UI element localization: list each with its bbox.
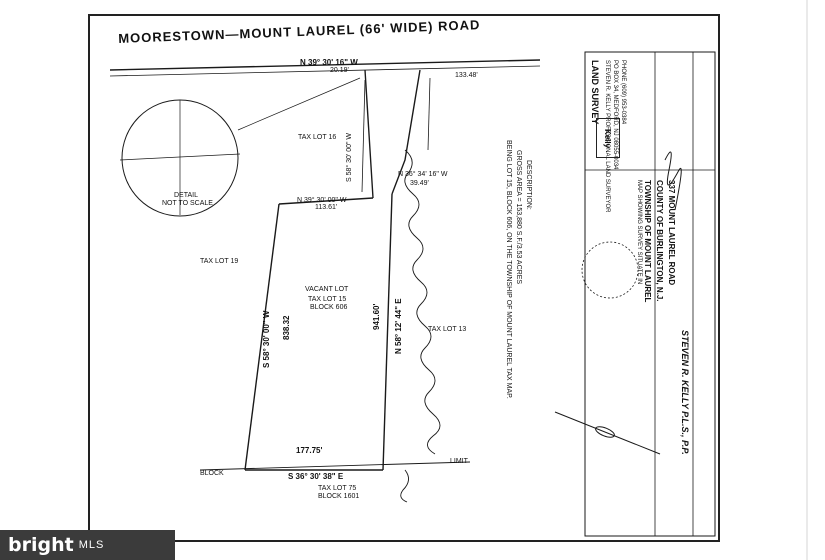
detail-title: DETAIL [174,192,198,199]
lot-75-label: TAX LOT 75 [318,485,357,492]
title-township: TOWNSHIP OF MOUNT LAUREL [643,180,652,303]
kelly-logo: Kelly [596,118,620,158]
bearing-mid: N 39° 30' 00" W [297,197,347,204]
lot-19-label: TAX LOT 19 [200,258,239,265]
parcel-top-stub [364,69,374,199]
note-line-1: BEING LOT 15, BLOCK 606, ON THE TOWNSHIP… [505,140,512,399]
kelly-logo-text: Kelly [603,128,613,148]
block-label: BLOCK [200,470,224,477]
detail-subtitle: NOT TO SCALE [162,200,213,207]
lot-15-label: TAX LOT 15 [308,296,347,303]
block-606-label: BLOCK 606 [310,304,348,311]
block-limit-line [199,461,471,471]
parcel-right-upper [391,69,421,195]
signature-mark [664,151,682,211]
bearing-mid-dist: 113.61' [315,204,338,211]
bearing-top-dist: 20.19' [330,67,349,74]
bearing-bottom: S 36° 30' 38" E [288,472,344,481]
lot16-divider [361,79,366,193]
bearing-left: S 58° 30' 00" W [262,310,271,368]
north-arrow-line [554,411,661,455]
watermark-brand: bright [8,534,74,556]
lot-13-label: TAX LOT 13 [428,326,467,333]
parcel-mid-line [278,197,374,205]
tree-line [404,149,441,455]
bright-mls-watermark: bright MLS [0,530,175,560]
lot-16-label: TAX LOT 16 [298,134,337,141]
bearing-top: N 39° 30' 16" W [300,58,358,67]
title-signature: STEVEN R. KELLY P.L.S., P.P. [680,330,690,455]
title-county: COUNTY OF BURLINGTON, N.J. [655,180,664,302]
surveyor-seal [581,241,639,299]
north-arrow-head [595,426,615,438]
watermark-mls: MLS [78,539,105,551]
bearing-left-dist: 838.32 [282,315,291,340]
bearing-stub: S 58° 30' 00" W [346,132,353,182]
bearing-right-mid-dist: 39.49' [410,180,429,187]
note-line-3: DESCRIPTION: [525,160,532,210]
detail-leader [237,77,361,131]
bearing-right-dist: 941.60' [372,303,381,330]
title-map: MAP SHOWING SURVEY SITUATE IN [636,180,642,285]
far-right-dist: 133.48' [455,72,478,79]
road-line-inner [109,65,541,77]
parcel-right-line [382,193,393,471]
bearing-right-mid: N 36° 34' 16" W [398,171,448,178]
title-block-frame [584,51,716,537]
tree-line-bottom [400,469,409,503]
lot-divider-right [427,77,431,151]
limit-label: LIMIT [450,458,468,465]
road-line-top [109,59,541,71]
parcel-left-line [244,203,280,471]
bearing-right: N 58° 12' 44" E [394,298,403,354]
title-phone: PHONE (609) 953-0384 [620,60,626,125]
vacant-lot-label: VACANT LOT [305,286,349,293]
page-edge [806,0,808,560]
note-line-2: GROSS AREA = 153,880 S.F./3.53 ACRES [515,150,522,285]
block-1601-label: BLOCK 1601 [318,493,360,500]
bearing-bottom-dist: 177.75' [296,446,323,455]
title-heading: LAND SURVEY [590,60,600,125]
survey-sheet [88,14,720,542]
title-address2: 337 MOUNT LAUREL ROAD [667,180,676,286]
